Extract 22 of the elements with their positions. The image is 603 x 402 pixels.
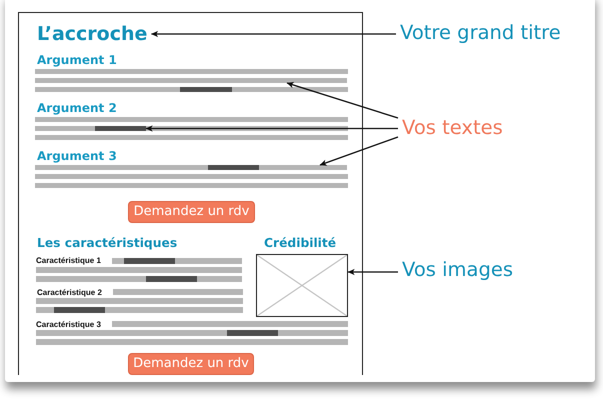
feature-label: Caractéristique 2 [37,288,102,298]
feature-label: Caractéristique 1 [36,256,101,266]
cta-button: Demandez un rdv [128,353,254,375]
leader-arrow [286,82,398,119]
leader-arrow [151,30,396,38]
callout-text: Vos textes [398,116,507,139]
section-heading: Argument 1 [37,53,117,68]
section-heading: Crédibilité [264,236,336,251]
cta-button: Demandez un rdv [128,201,255,223]
headline-text: L’accroche [33,23,152,45]
leader-arrow [320,136,398,166]
image-placeholder [256,254,348,317]
section-heading: Argument 2 [37,101,117,116]
feature-label: Caractéristique 3 [36,320,101,330]
leader-arrow [348,268,398,276]
leader-arrow [146,125,398,132]
callout-text: Votre grand titre [396,21,565,44]
page-mockup-frame [18,12,363,375]
section-heading: Les caractéristiques [37,236,178,251]
callout-text: Vos images [398,258,518,281]
highlight-bar [95,126,146,131]
section-heading: Argument 3 [37,149,117,164]
